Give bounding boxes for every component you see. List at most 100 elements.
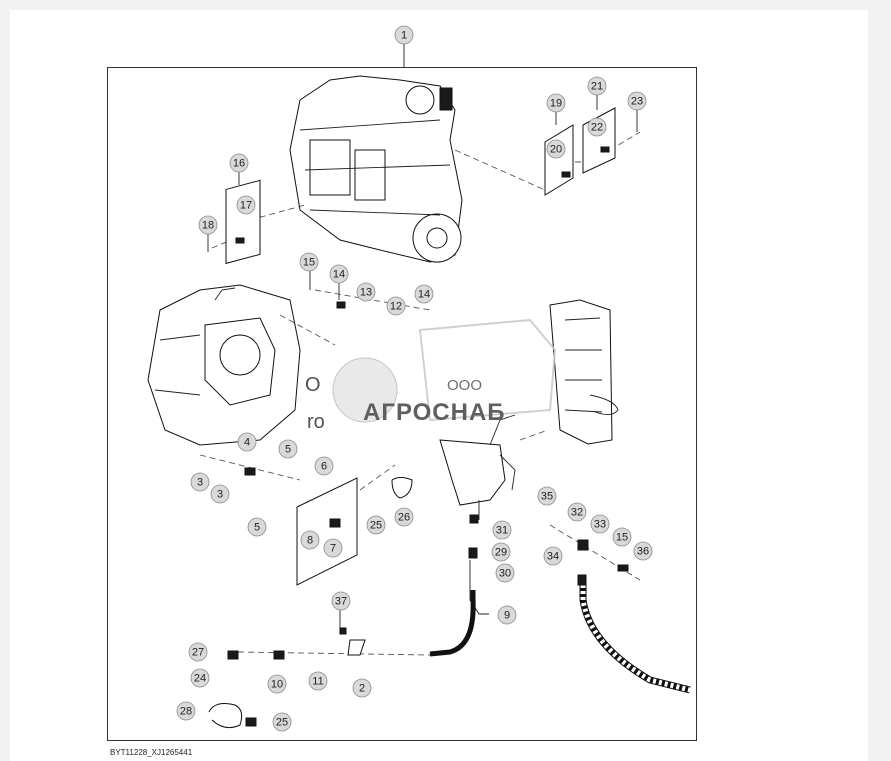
callout-25: 25	[366, 515, 386, 535]
callout-25: 25	[272, 712, 292, 732]
callout-label: 7	[330, 543, 336, 555]
callout-2: 2	[352, 678, 372, 698]
callout-label: 20	[550, 144, 562, 156]
callout-label: 33	[594, 519, 606, 531]
callout-33: 33	[590, 514, 610, 534]
callout-label: 3	[217, 489, 223, 501]
callout-label: 5	[285, 444, 291, 456]
callout-23: 23	[627, 91, 647, 111]
kit-box-17	[225, 179, 261, 265]
callout-13: 13	[356, 282, 376, 302]
callout-label: 12	[390, 301, 402, 313]
callout-label: 30	[499, 568, 511, 580]
callout-label: 13	[360, 287, 372, 299]
callout-36: 36	[633, 541, 653, 561]
callout-4: 4	[237, 432, 257, 452]
kit-box-20	[544, 124, 574, 196]
callout-3: 3	[190, 472, 210, 492]
watermark-fragment: ro	[307, 411, 325, 433]
callout-34: 34	[543, 546, 563, 566]
callout-label: 32	[571, 507, 583, 519]
callout-11: 11	[308, 671, 328, 691]
callout-20: 20	[546, 139, 566, 159]
callout-label: 3	[197, 477, 203, 489]
callout-19: 19	[546, 93, 566, 113]
callout-label: 22	[591, 122, 603, 134]
callout-label: 26	[398, 512, 410, 524]
assembly-line	[454, 149, 546, 191]
callout-label: 10	[271, 679, 283, 691]
watermark: ООО АГРОСНАБ О ro	[305, 318, 557, 433]
callout-26: 26	[394, 507, 414, 527]
callout-label: 25	[370, 520, 382, 532]
callout-7: 7	[323, 538, 343, 558]
kit-box-22	[582, 107, 616, 174]
diagram-frame	[107, 67, 697, 741]
callout-18: 18	[198, 215, 218, 235]
callout-24: 24	[190, 668, 210, 688]
callout-label: 24	[194, 673, 206, 685]
callout-label: 18	[202, 220, 214, 232]
callout-label: 35	[541, 491, 553, 503]
callout-27: 27	[188, 642, 208, 662]
callout-9: 9	[497, 605, 517, 625]
callout-label: 16	[233, 158, 245, 170]
callout-6: 6	[314, 456, 334, 476]
callout-label: 4	[244, 437, 250, 449]
callout-label: 2	[359, 683, 365, 695]
callout-label: 6	[321, 461, 327, 473]
callout-label: 34	[547, 551, 559, 563]
callout-label: 11	[312, 676, 323, 688]
hardware-items	[227, 146, 629, 727]
watermark-prefix: ООО	[447, 377, 482, 394]
callout-label: 1	[401, 30, 407, 42]
callout-15: 15	[299, 252, 319, 272]
callout-3: 3	[210, 484, 230, 504]
callout-30: 30	[495, 563, 515, 583]
callout-label: 37	[335, 596, 347, 608]
callout-31: 31	[492, 520, 512, 540]
callout-12: 12	[386, 296, 406, 316]
callout-16: 16	[229, 153, 249, 173]
callout-32: 32	[567, 502, 587, 522]
callout-label: 27	[192, 647, 204, 659]
callout-label: 29	[495, 547, 507, 559]
callout-22: 22	[587, 117, 607, 137]
callout-8: 8	[300, 530, 320, 550]
callout-1: 1	[394, 25, 414, 45]
callout-14: 14	[414, 284, 434, 304]
callout-label: 31	[496, 525, 508, 537]
callout-label: 9	[504, 610, 510, 622]
callout-14: 14	[329, 264, 349, 284]
callout-28: 28	[176, 701, 196, 721]
watermark-name: АГРОСНАБ	[363, 399, 506, 426]
transmission-illustration	[147, 284, 301, 446]
callout-5: 5	[247, 517, 267, 537]
callout-5: 5	[278, 439, 298, 459]
callout-37: 37	[331, 591, 351, 611]
callout-label: 15	[616, 532, 628, 544]
callout-label: 19	[550, 98, 562, 110]
callout-17: 17	[236, 195, 256, 215]
figure-caption: BYT11228_XJ1265441	[110, 748, 193, 757]
callout-label: 15	[303, 257, 315, 269]
callout-21: 21	[587, 76, 607, 96]
callout-15: 15	[612, 527, 632, 547]
callout-label: 8	[307, 535, 313, 547]
callout-10: 10	[267, 674, 287, 694]
cooler-illustration	[549, 299, 619, 445]
callout-35: 35	[537, 486, 557, 506]
callout-label: 14	[418, 289, 430, 301]
callout-label: 36	[637, 546, 649, 558]
callout-label: 28	[180, 706, 192, 718]
kit-box-6	[296, 477, 358, 586]
callout-label: 5	[254, 522, 260, 534]
watermark-fragment: О	[305, 374, 321, 396]
callout-label: 23	[631, 96, 643, 108]
bracket-illustration	[439, 414, 516, 506]
callout-label: 14	[333, 269, 345, 281]
callout-label: 25	[276, 717, 288, 729]
engine-illustration	[289, 75, 463, 263]
